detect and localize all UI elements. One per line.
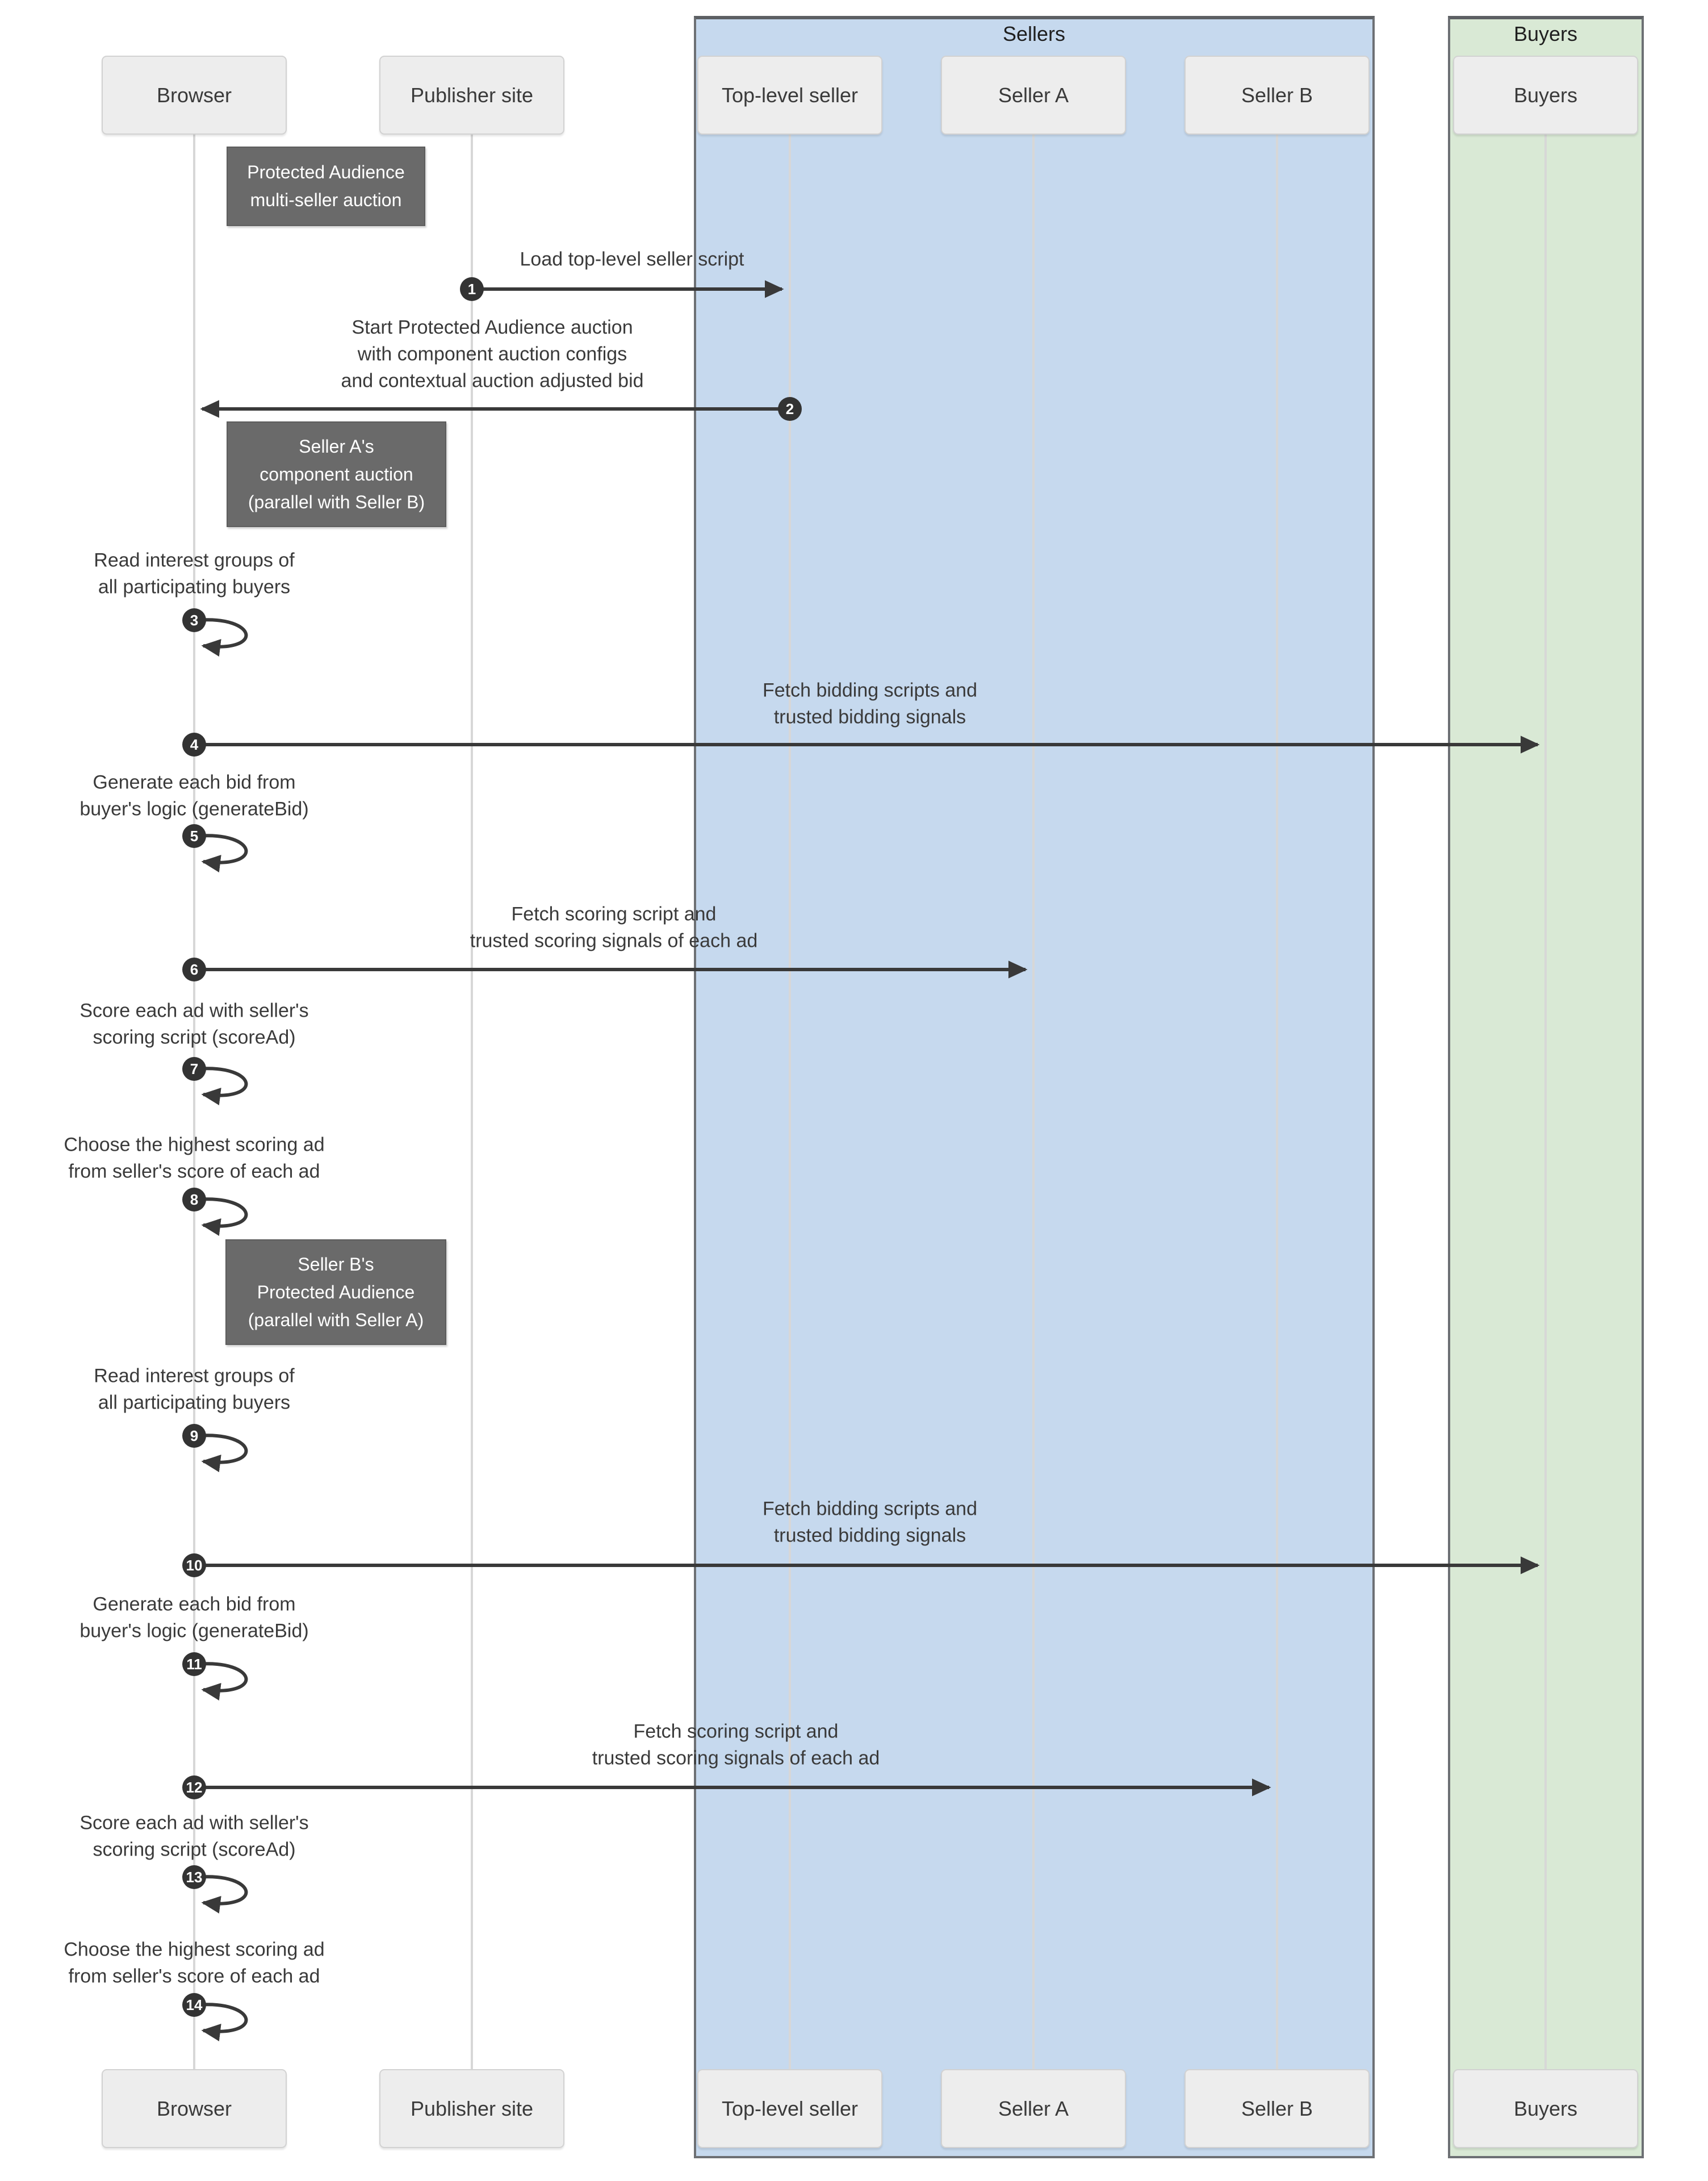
message-label-7: Score each ad with seller's <box>79 1000 309 1022</box>
participant-bottom-seller-b: Seller B <box>1184 2069 1370 2148</box>
message-label-4: trusted bidding signals <box>773 706 966 728</box>
lifeline-browser <box>193 135 195 2069</box>
note-text-line: Seller B's <box>298 1254 374 1275</box>
buyers-group-label: Buyers <box>1513 22 1578 45</box>
lifeline-seller-a <box>1032 135 1035 2069</box>
participant-bottom-buyers: Buyers <box>1453 2069 1638 2148</box>
participant-bottom-seller-a: Seller A <box>941 2069 1126 2148</box>
message-number-12: 12 <box>182 1775 206 1799</box>
participant-bottom-top-level-seller: Top-level seller <box>697 2069 882 2148</box>
self-message-loop-9 <box>197 1434 248 1473</box>
message-label-2: and contextual auction adjusted bid <box>341 370 644 392</box>
message-label-11: buyer's logic (generateBid) <box>79 1620 309 1642</box>
message-label-1: Load top-level seller script <box>520 248 744 270</box>
participant-top-buyers: Buyers <box>1453 56 1638 135</box>
note-text-line: (parallel with Seller B) <box>248 491 425 512</box>
participant-label: Publisher site <box>410 2096 534 2120</box>
lifeline-publisher-site <box>471 135 473 2069</box>
participant-top-top-level-seller: Top-level seller <box>697 56 882 135</box>
message-label-14: from seller's score of each ad <box>68 1965 320 1987</box>
self-message-loop-5 <box>197 834 248 873</box>
message-number-10: 10 <box>182 1553 206 1577</box>
note-text-line: multi-seller auction <box>250 190 402 210</box>
lifeline-buyers <box>1544 135 1547 2069</box>
participant-label: Publisher site <box>410 83 534 107</box>
participant-bottom-browser: Browser <box>102 2069 287 2148</box>
message-label-5: buyer's logic (generateBid) <box>79 798 309 820</box>
message-number-1: 1 <box>460 277 484 301</box>
self-message-loop-11 <box>197 1662 248 1701</box>
note-box-2: Seller A's component auction (parallel wit… <box>227 421 446 527</box>
participant-top-browser: Browser <box>102 56 287 135</box>
sellers-group-label: Sellers <box>1002 22 1066 45</box>
message-number-8: 8 <box>182 1188 206 1211</box>
participant-label: Top-level seller <box>721 83 859 107</box>
note-text-line: Protected Audience <box>247 162 405 182</box>
message-label-10: trusted bidding signals <box>773 1524 966 1547</box>
participant-label: Buyers <box>1513 83 1578 107</box>
participant-label: Buyers <box>1513 2096 1578 2120</box>
message-number-6: 6 <box>182 958 206 981</box>
message-label-8: Choose the highest scoring ad <box>64 1134 325 1156</box>
message-label-6: trusted scoring signals of each ad <box>470 930 758 952</box>
message-label-12: trusted scoring signals of each ad <box>592 1747 880 1769</box>
message-label-5: Generate each bid from <box>93 771 296 793</box>
self-message-loop-7 <box>197 1067 248 1106</box>
message-label-9: Read interest groups of <box>94 1365 295 1387</box>
participant-label: Seller A <box>998 2096 1069 2120</box>
lifeline-top-level-seller <box>789 135 791 2069</box>
message-label-10: Fetch bidding scripts and <box>763 1498 977 1520</box>
note-text-line: Seller A's <box>299 436 374 457</box>
message-number-9: 9 <box>182 1424 206 1448</box>
message-label-12: Fetch scoring script and <box>633 1720 839 1743</box>
message-label-2: with component auction configs <box>357 343 627 365</box>
message-label-3: all participating buyers <box>98 576 291 598</box>
message-number-2: 2 <box>778 397 802 421</box>
message-label-4: Fetch bidding scripts and <box>763 679 977 701</box>
self-message-loop-8 <box>197 1197 248 1236</box>
participant-top-seller-a: Seller A <box>941 56 1126 135</box>
participant-label: Browser <box>156 83 232 107</box>
participant-bottom-publisher-site: Publisher site <box>379 2069 564 2148</box>
participant-label: Seller A <box>998 83 1069 107</box>
message-label-11: Generate each bid from <box>93 1593 296 1615</box>
lifeline-seller-b <box>1276 135 1278 2069</box>
message-number-13: 13 <box>182 1865 206 1889</box>
message-label-3: Read interest groups of <box>94 549 295 571</box>
note-box-1: Protected Audience multi-seller auction <box>227 147 425 226</box>
participant-label: Browser <box>156 2096 232 2120</box>
message-label-13: Score each ad with seller's <box>79 1812 309 1834</box>
message-number-7: 7 <box>182 1057 206 1081</box>
participant-label: Seller B <box>1241 2096 1313 2120</box>
note-text-line: (parallel with Seller A) <box>248 1309 424 1330</box>
participant-label: Seller B <box>1241 83 1313 107</box>
message-label-2: Start Protected Audience auction <box>351 316 633 339</box>
participant-top-publisher-site: Publisher site <box>379 56 564 135</box>
message-label-8: from seller's score of each ad <box>68 1160 320 1183</box>
message-number-14: 14 <box>182 1993 206 2017</box>
message-label-6: Fetch scoring script and <box>511 903 717 925</box>
message-number-3: 3 <box>182 608 206 632</box>
message-number-4: 4 <box>182 733 206 757</box>
note-text-line: component auction <box>259 463 413 484</box>
self-message-loop-14 <box>197 2003 248 2042</box>
message-label-9: all participating buyers <box>98 1392 291 1414</box>
message-label-14: Choose the highest scoring ad <box>64 1938 325 1961</box>
message-number-5: 5 <box>182 824 206 848</box>
message-number-11: 11 <box>182 1652 206 1676</box>
self-message-loop-3 <box>197 618 248 657</box>
participant-top-seller-b: Seller B <box>1184 56 1370 135</box>
message-label-7: scoring script (scoreAd) <box>93 1026 296 1048</box>
message-label-13: scoring script (scoreAd) <box>93 1839 296 1861</box>
participant-label: Top-level seller <box>721 2096 859 2120</box>
note-text-line: Protected Audience <box>257 1281 415 1302</box>
self-message-loop-13 <box>197 1875 248 1914</box>
